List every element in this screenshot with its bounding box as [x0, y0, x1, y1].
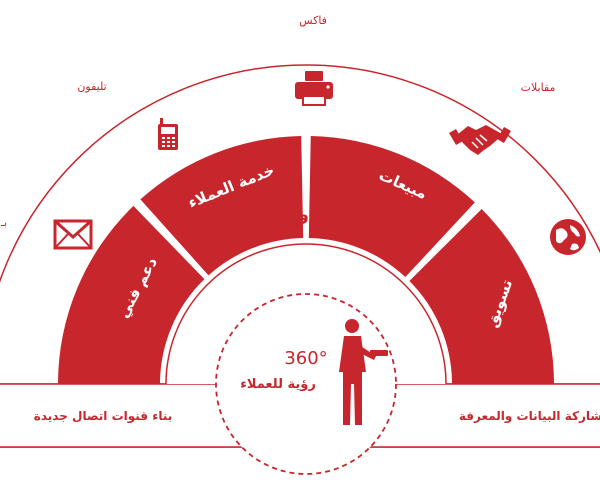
phone-icon: [158, 118, 178, 150]
businessman-icon: [339, 319, 388, 425]
fax-icon: [295, 71, 333, 106]
segment-support: [58, 205, 205, 384]
segment-customer-service: [140, 136, 304, 276]
band-left-text: بناء قنوات اتصال جديدة: [34, 409, 173, 424]
department-segments: [58, 136, 554, 384]
center-number: 360°: [284, 348, 327, 369]
handshake-icon: [449, 125, 511, 155]
channel-label-phone: تليفون: [77, 80, 106, 93]
center-subtitle: رؤية للعملاء: [240, 377, 316, 392]
channel-label-meetings: مقابلات: [521, 81, 556, 94]
channel-label-fax: فاكس: [299, 14, 327, 27]
segment-marketing: [409, 208, 554, 384]
segment-sales: [308, 136, 475, 278]
email-icon: [53, 219, 93, 250]
globe-icon: [550, 219, 586, 255]
band-right-text: مشاركة البيانات والمعرفة: [459, 409, 600, 424]
outer-channel-ring: [0, 64, 600, 283]
channel-label-partial: بـ: [0, 216, 7, 229]
